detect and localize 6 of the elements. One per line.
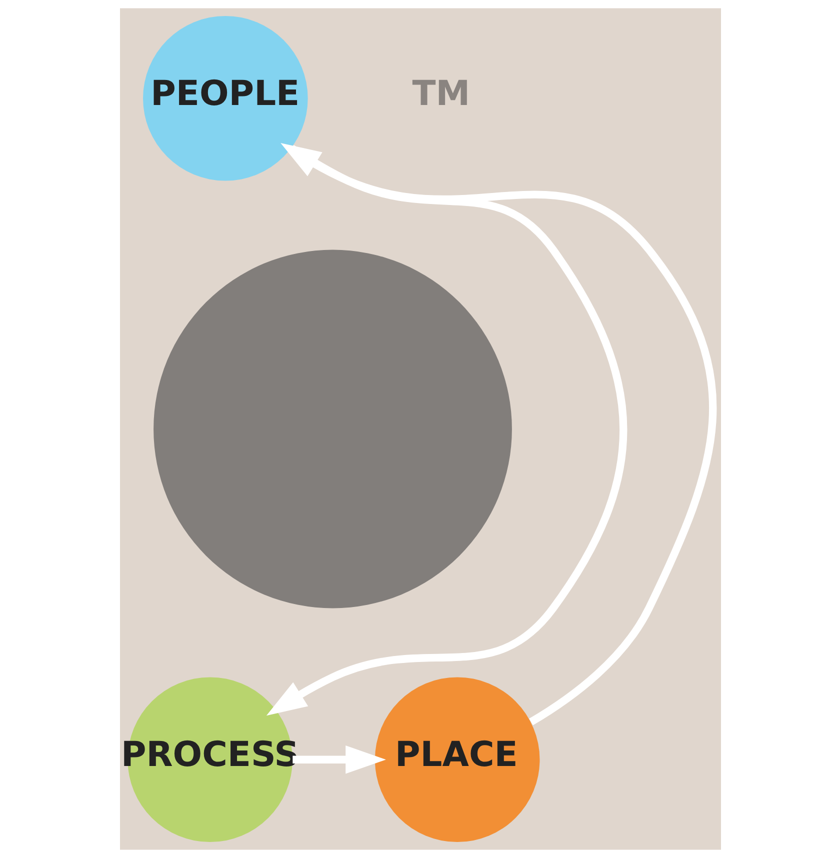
label: TM xyxy=(412,74,470,114)
node-circle: PLACE xyxy=(374,677,540,842)
arrow xyxy=(280,143,716,726)
arrow xyxy=(292,746,386,774)
node-circle: PEOPLE xyxy=(142,16,308,181)
node-circle xyxy=(153,250,512,608)
